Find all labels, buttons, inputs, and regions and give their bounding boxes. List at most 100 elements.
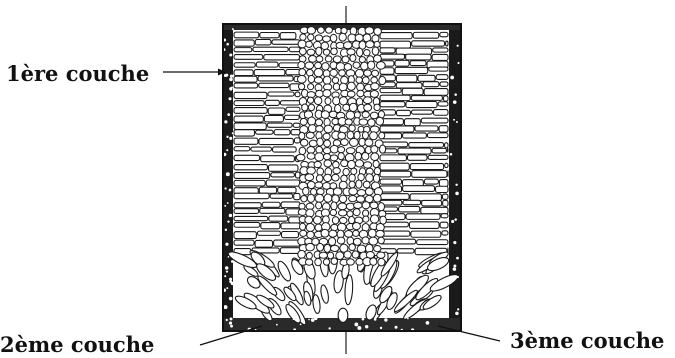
columnar-grain bbox=[272, 40, 300, 44]
chill-speckle bbox=[229, 189, 232, 192]
equiaxed-grain bbox=[364, 49, 371, 55]
equiaxed-grain bbox=[329, 230, 337, 237]
columnar-grain bbox=[234, 116, 263, 122]
columnar-grain bbox=[274, 130, 290, 135]
columnar-grain bbox=[443, 96, 448, 101]
equiaxed-grain bbox=[370, 258, 377, 265]
equiaxed-grain bbox=[343, 168, 349, 175]
equiaxed-grain bbox=[363, 181, 370, 188]
columnar-grain bbox=[256, 130, 274, 134]
equiaxed-grain bbox=[349, 125, 355, 132]
equiaxed-grain bbox=[344, 42, 352, 49]
equiaxed-grain bbox=[322, 63, 329, 70]
columnar-grain bbox=[442, 194, 448, 199]
equiaxed-grain bbox=[306, 41, 313, 47]
columnar-grain bbox=[234, 216, 268, 220]
equiaxed-grain bbox=[325, 98, 331, 105]
columnar-grain bbox=[398, 148, 431, 154]
equiaxed-grain bbox=[373, 174, 379, 182]
chill-speckle bbox=[457, 45, 459, 47]
columnar-grain bbox=[406, 102, 437, 108]
columnar-grain bbox=[403, 133, 427, 138]
chill-speckle bbox=[450, 76, 454, 80]
columnar-grain bbox=[380, 33, 412, 39]
columnar-grain bbox=[434, 110, 448, 116]
equiaxed-grain bbox=[323, 49, 330, 55]
equiaxed-grain bbox=[363, 97, 371, 104]
equiaxed-grain bbox=[339, 33, 346, 41]
columnar-grain bbox=[265, 100, 279, 105]
columnar-grain bbox=[413, 32, 439, 38]
equiaxed-grain bbox=[332, 174, 339, 181]
equiaxed-grain bbox=[307, 153, 315, 159]
columnar-grain bbox=[440, 32, 448, 36]
equiaxed-grain bbox=[308, 75, 314, 82]
equiaxed-grain bbox=[323, 76, 331, 84]
equiaxed-grain bbox=[338, 153, 344, 160]
equiaxed-grain bbox=[349, 103, 357, 111]
columnar-grain bbox=[293, 123, 300, 127]
equiaxed-grain bbox=[317, 243, 324, 251]
columnar-grain bbox=[295, 92, 300, 97]
equiaxed-grain bbox=[374, 55, 382, 62]
chill-speckle bbox=[374, 318, 377, 321]
columnar-grain bbox=[415, 126, 438, 131]
columnar-grain bbox=[380, 239, 416, 244]
columnar-grain bbox=[441, 214, 448, 218]
columnar-grain bbox=[403, 186, 435, 192]
equiaxed-grain bbox=[338, 203, 347, 210]
equiaxed-grain bbox=[306, 243, 315, 251]
equiaxed-grain bbox=[316, 126, 324, 132]
equiaxed-grain bbox=[315, 62, 322, 68]
equiaxed-grain bbox=[350, 55, 356, 62]
chill-speckle bbox=[224, 275, 226, 277]
columnar-grain bbox=[234, 180, 265, 186]
equiaxed-grain bbox=[351, 168, 357, 174]
equiaxed-grain bbox=[368, 61, 375, 69]
columnar-grain bbox=[255, 240, 273, 247]
columnar-grain bbox=[428, 155, 448, 159]
equiaxed-grain bbox=[333, 97, 340, 105]
chill-speckle bbox=[228, 97, 231, 100]
columnar-grain bbox=[261, 223, 280, 229]
equiaxed-grain bbox=[347, 91, 355, 97]
columnar-grain bbox=[278, 187, 296, 193]
columnar-grain bbox=[280, 33, 296, 40]
equiaxed-grain bbox=[356, 180, 362, 188]
columnar-grain bbox=[284, 115, 299, 119]
equiaxed-grain bbox=[339, 195, 346, 203]
equiaxed-grain bbox=[356, 258, 363, 265]
chill-speckle bbox=[362, 318, 365, 321]
chill-speckle bbox=[227, 113, 230, 116]
equiaxed-grain bbox=[353, 230, 360, 236]
equiaxed-grain bbox=[316, 47, 322, 55]
columnar-grain bbox=[399, 206, 420, 212]
equiaxed-grain bbox=[378, 203, 384, 211]
columnar-grain bbox=[257, 231, 280, 235]
chill-speckle bbox=[224, 120, 227, 123]
equiaxed-grain bbox=[332, 217, 339, 224]
columnar-grain bbox=[279, 63, 300, 68]
equiaxed-grain bbox=[336, 63, 345, 71]
columnar-grain bbox=[418, 75, 435, 81]
equiaxed-grain bbox=[307, 97, 313, 103]
chill-speckle bbox=[229, 297, 233, 301]
equiaxed-grain bbox=[379, 76, 386, 84]
equiaxed-grain bbox=[347, 82, 355, 90]
equiaxed-grain bbox=[376, 117, 384, 125]
chill-speckle bbox=[226, 172, 230, 176]
columnar-grain bbox=[404, 119, 420, 126]
chill-speckle bbox=[231, 254, 233, 256]
chill-speckle bbox=[453, 119, 455, 121]
columnar-grain bbox=[274, 240, 300, 246]
chill-speckle bbox=[454, 218, 456, 220]
columnar-grain bbox=[442, 231, 448, 235]
equiaxed-grain bbox=[330, 210, 336, 216]
columnar-grain bbox=[439, 180, 448, 187]
equiaxed-grain bbox=[315, 90, 323, 97]
equiaxed-grain bbox=[374, 167, 380, 174]
equiaxed-grain bbox=[356, 48, 362, 56]
equiaxed-grain bbox=[315, 153, 324, 161]
equiaxed-grain bbox=[313, 216, 321, 224]
